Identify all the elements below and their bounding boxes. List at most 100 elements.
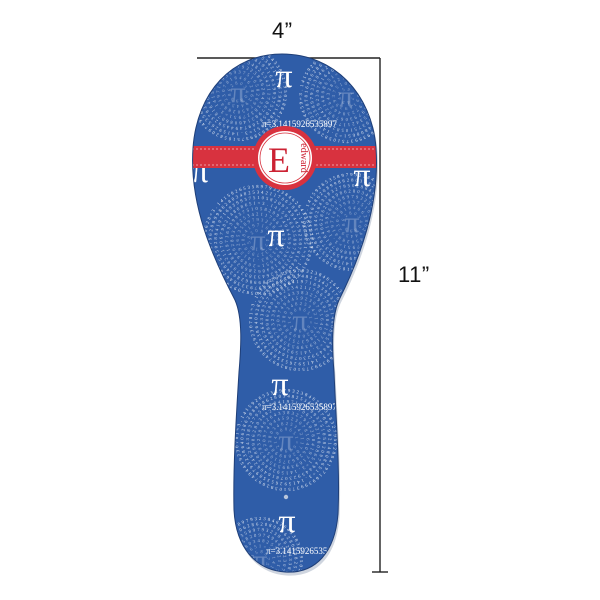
- svg-text:7: 7: [332, 89, 338, 94]
- svg-text:2: 2: [257, 67, 263, 73]
- svg-text:5: 5: [280, 210, 286, 216]
- svg-text:3: 3: [253, 274, 256, 279]
- svg-text:2: 2: [256, 438, 261, 441]
- svg-text:2: 2: [282, 288, 287, 294]
- svg-text:4: 4: [215, 272, 221, 278]
- svg-text:0: 0: [309, 329, 315, 335]
- svg-text:2: 2: [270, 277, 275, 283]
- svg-text:9: 9: [355, 99, 361, 104]
- svg-text:5: 5: [218, 545, 224, 549]
- svg-text:6: 6: [320, 462, 326, 467]
- svg-text:3: 3: [202, 105, 208, 110]
- svg-text:0: 0: [252, 79, 258, 84]
- svg-text:7: 7: [374, 238, 380, 243]
- svg-text:9: 9: [217, 219, 223, 224]
- svg-text:0: 0: [301, 333, 305, 339]
- svg-text:2: 2: [204, 61, 210, 67]
- svg-text:2: 2: [282, 98, 287, 102]
- svg-text:1: 1: [220, 248, 226, 252]
- svg-text:7: 7: [335, 350, 341, 356]
- svg-text:2: 2: [283, 276, 287, 282]
- svg-text:4: 4: [251, 62, 256, 68]
- svg-text:0: 0: [234, 120, 237, 125]
- svg-text:0: 0: [282, 564, 288, 568]
- svg-text:7: 7: [301, 424, 307, 429]
- svg-text:6: 6: [340, 116, 344, 121]
- svg-text:9: 9: [302, 417, 308, 423]
- svg-text:3: 3: [371, 261, 376, 267]
- svg-text:3: 3: [366, 98, 371, 102]
- svg-text:8: 8: [205, 83, 211, 87]
- svg-text:1: 1: [246, 118, 251, 124]
- svg-text:4: 4: [256, 46, 261, 52]
- svg-text:9: 9: [375, 259, 380, 265]
- svg-text:3: 3: [256, 442, 261, 446]
- svg-text:2: 2: [277, 555, 282, 559]
- svg-text:8: 8: [263, 121, 269, 127]
- svg-text:7: 7: [357, 125, 362, 131]
- svg-text:4: 4: [316, 436, 321, 439]
- svg-text:2: 2: [310, 269, 314, 275]
- svg-text:4: 4: [200, 121, 206, 127]
- svg-text:2: 2: [270, 318, 275, 321]
- svg-text:9: 9: [298, 328, 301, 333]
- svg-text:4: 4: [286, 527, 292, 533]
- svg-text:2: 2: [197, 72, 203, 77]
- svg-text:2: 2: [325, 211, 331, 215]
- svg-text:4: 4: [353, 205, 357, 210]
- svg-text:5: 5: [266, 284, 270, 290]
- svg-text:1: 1: [210, 95, 216, 99]
- svg-text:9: 9: [272, 92, 277, 95]
- svg-text:5: 5: [222, 566, 228, 570]
- svg-text:5: 5: [319, 301, 325, 306]
- svg-text:9: 9: [362, 80, 368, 85]
- svg-text:5: 5: [277, 458, 281, 464]
- svg-text:7: 7: [294, 356, 298, 361]
- svg-text:.: .: [229, 570, 234, 573]
- pi-digits-line-3: π=3.1415926535897: [266, 546, 341, 556]
- svg-text:6: 6: [199, 84, 204, 88]
- svg-text:1: 1: [294, 254, 300, 259]
- svg-text:9: 9: [347, 314, 352, 317]
- svg-text:4: 4: [326, 446, 331, 450]
- svg-text:5: 5: [212, 269, 218, 274]
- svg-text:4: 4: [267, 62, 273, 68]
- svg-text:1: 1: [296, 279, 299, 284]
- svg-text:9: 9: [220, 76, 226, 82]
- svg-text:9: 9: [346, 194, 350, 199]
- svg-text:2: 2: [200, 80, 206, 84]
- svg-text:9: 9: [337, 346, 343, 351]
- svg-text:5: 5: [290, 225, 296, 230]
- svg-text:6: 6: [206, 51, 211, 57]
- svg-text:6: 6: [271, 591, 276, 597]
- svg-text:6: 6: [223, 533, 229, 538]
- svg-text:0: 0: [356, 67, 361, 73]
- svg-text:8: 8: [322, 442, 327, 445]
- svg-text:6: 6: [326, 333, 332, 338]
- svg-text:5: 5: [280, 331, 286, 336]
- svg-text:0: 0: [330, 67, 335, 73]
- svg-text:3: 3: [228, 270, 233, 276]
- svg-text:9: 9: [294, 462, 299, 468]
- svg-text:.: .: [252, 299, 257, 302]
- svg-text:2: 2: [248, 190, 252, 195]
- svg-text:0: 0: [352, 183, 355, 188]
- svg-text:8: 8: [264, 410, 269, 416]
- svg-text:7: 7: [354, 107, 359, 113]
- svg-text:3: 3: [289, 530, 295, 536]
- svg-text:9: 9: [207, 237, 212, 240]
- svg-text:3: 3: [332, 79, 337, 85]
- svg-text:3: 3: [304, 215, 310, 220]
- svg-text:5: 5: [274, 281, 279, 287]
- svg-text:0: 0: [295, 449, 301, 455]
- svg-text:7: 7: [259, 450, 265, 455]
- svg-text:6: 6: [314, 476, 319, 482]
- svg-text:8: 8: [311, 434, 316, 438]
- svg-text:5: 5: [341, 139, 344, 144]
- svg-text:2: 2: [315, 231, 321, 235]
- svg-text:9: 9: [302, 268, 305, 273]
- svg-text:8: 8: [233, 584, 239, 590]
- svg-text:7: 7: [267, 592, 271, 598]
- svg-text:7: 7: [284, 388, 287, 393]
- svg-text:2: 2: [247, 523, 251, 529]
